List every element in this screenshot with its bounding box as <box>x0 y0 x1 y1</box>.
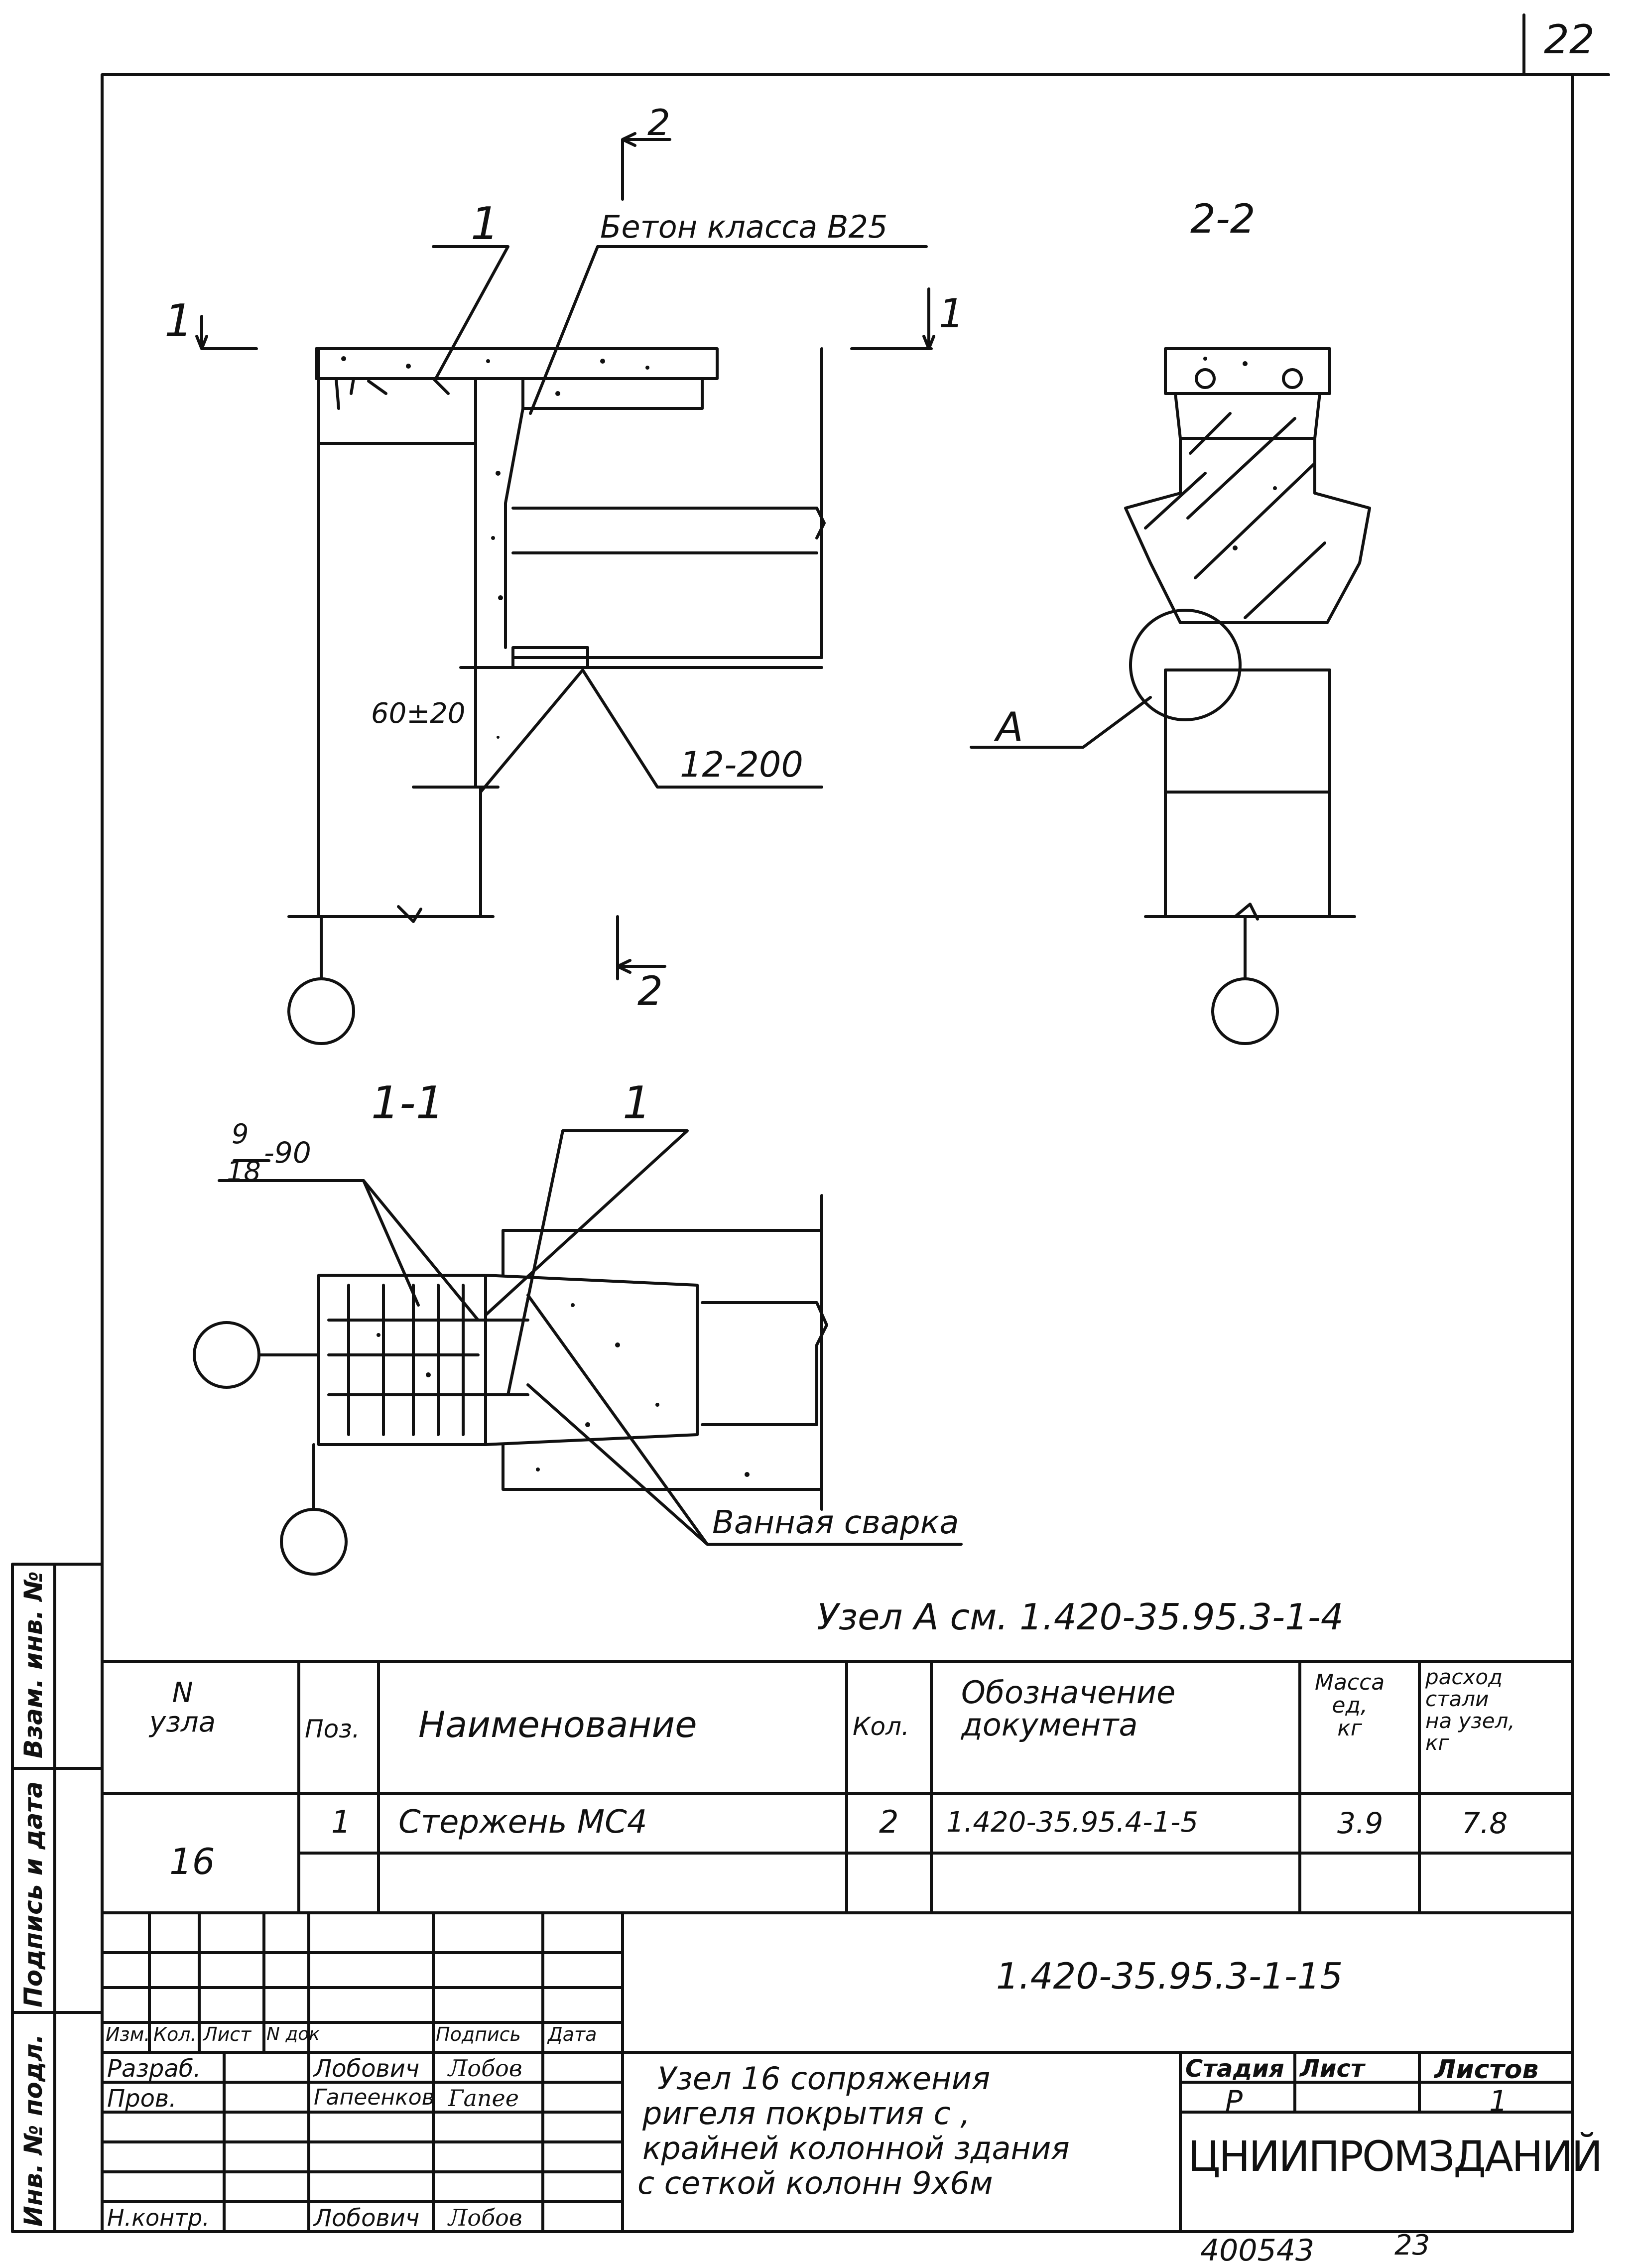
spec-cell-steel: 7.8 <box>1462 1806 1508 1840</box>
stirrups-suffix: -90 <box>264 1136 311 1170</box>
spec-cell-name: Стержень МС4 <box>398 1804 647 1841</box>
bottom-archive-code: 400543 <box>1200 2233 1315 2268</box>
organization-name: ЦНИИПРОМЗДАНИЙ <box>1188 2132 1603 2181</box>
stage-value: Р <box>1225 2084 1243 2118</box>
leader-label-1-top: 1 <box>471 198 500 250</box>
spec-cell-mass: 3.9 <box>1337 1806 1384 1840</box>
spec-header-mass: Масса ед, кг <box>1315 1670 1385 1741</box>
description-line-3: крайней колонной здания <box>642 2130 1070 2166</box>
description-line-1: Узел 16 сопряжения <box>657 2060 991 2097</box>
weld-note: Ванная сварка <box>712 1504 959 1541</box>
spec-header-pos: Поз. <box>305 1715 360 1743</box>
col-header-izm: Изм. <box>106 2023 150 2045</box>
col-header-data: Дата <box>548 2023 597 2045</box>
row-role-prov: Пров. <box>107 2085 177 2113</box>
spec-header-qty: Кол. <box>853 1712 909 1741</box>
view-1-1-title: 1-1 <box>371 1077 444 1129</box>
dimension-offset: 60±20 <box>371 697 466 730</box>
section-1-1-view <box>193 1129 963 1576</box>
bottom-page-number: 23 <box>1394 2229 1430 2262</box>
side-stamp-inv-podl: Инв. № подл. <box>19 2034 48 2227</box>
rebar-note: 12-200 <box>680 744 803 785</box>
sheet-header: Лист <box>1300 2055 1365 2083</box>
node-reference: Узел А см. 1.420-35.95.3-1-4 <box>817 1596 1344 1638</box>
col-header-list: Лист <box>203 2023 252 2045</box>
row-name-razrab: Лобович <box>314 2055 420 2083</box>
sheet-frame <box>101 73 1574 2233</box>
spec-cell-qty: 2 <box>879 1804 899 1840</box>
col-header-podpis: Подпись <box>436 2023 521 2045</box>
document-code: 1.420-35.95.3-1-15 <box>996 1955 1343 1997</box>
stirrups-numerator: 9 <box>232 1118 249 1150</box>
section-mark-2-bottom: 2 <box>637 968 663 1014</box>
title-block-frame <box>101 1911 1574 2233</box>
row-role-razrab: Разраб. <box>107 2055 201 2083</box>
stage-header: Стадия <box>1185 2055 1284 2083</box>
corner-sheet-number: 22 <box>1544 16 1595 63</box>
sheets-value: 1 <box>1489 2084 1508 2118</box>
col-header-kol: Кол. <box>153 2023 197 2045</box>
section-2-2-view <box>970 347 1371 1045</box>
leader-label-1-mid: 1 <box>623 1077 651 1129</box>
description-line-2: ригеля покрытия с , <box>642 2095 971 2132</box>
stirrups-denominator: 18 <box>227 1156 261 1187</box>
row-sign-prov: Гапее <box>448 2085 519 2112</box>
row-sign-nkontr: Лобов <box>448 2204 522 2231</box>
section-mark-1-left: 1 <box>164 295 193 347</box>
spec-cell-doc: 1.420-35.95.4-1-5 <box>946 1806 1198 1839</box>
section-mark-2-top: 2 <box>647 102 670 143</box>
corner-divider <box>1522 13 1610 76</box>
row-role-nkontr: Н.контр. <box>107 2204 210 2231</box>
col-header-ndok: N док <box>266 2024 320 2044</box>
elevation-view <box>195 132 935 1045</box>
spec-cell-pos: 1 <box>331 1804 351 1840</box>
row-sign-razrab: Лобов <box>448 2055 522 2082</box>
side-stamp-vzam-inv: Взам. инв. № <box>19 1571 48 1758</box>
concrete-hatch <box>341 356 1277 1477</box>
spec-table-frame <box>101 1660 1574 1914</box>
node-A-label: А <box>996 704 1023 750</box>
side-stamp-sign-date: Подпись и дата <box>19 1781 48 2007</box>
spec-cell-node: 16 <box>169 1841 215 1882</box>
description-line-4: с сеткой колонн 9х6м <box>637 2165 993 2201</box>
spec-header-steel: расход стали на узел, кг <box>1425 1665 1515 1755</box>
spec-header-node: N узла <box>149 1677 216 1738</box>
row-name-prov: Гапеенков <box>314 2085 435 2110</box>
spec-header-doc: Обозначение документа <box>961 1674 1176 1743</box>
row-name-nkontr: Лобович <box>314 2204 420 2232</box>
sheets-header: Листов <box>1434 2055 1539 2085</box>
concrete-class-note: Бетон класса В25 <box>600 209 888 245</box>
spec-header-name: Наименование <box>418 1704 697 1745</box>
section-mark-1-right: 1 <box>939 290 964 337</box>
side-stamp-frame <box>11 1563 104 2233</box>
view-2-2-title: 2-2 <box>1190 196 1256 242</box>
